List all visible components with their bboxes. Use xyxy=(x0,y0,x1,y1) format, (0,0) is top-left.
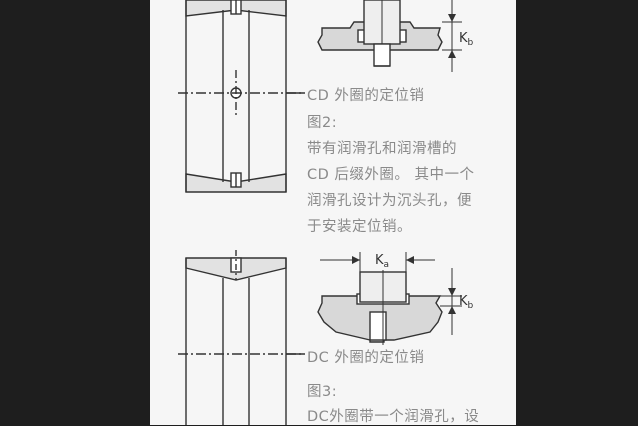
fig2-bearing-section xyxy=(178,0,305,193)
fig3-caption: DC 外圈的定位销 xyxy=(307,350,425,366)
fig2-kb-label: Kb xyxy=(459,31,474,48)
fig2-pin-detail xyxy=(317,0,462,72)
fig3-title: 图3: xyxy=(307,384,338,400)
fig3-pin-detail xyxy=(317,252,462,345)
fig2-desc-line: 润滑孔设计为沉头孔，便 xyxy=(307,193,472,209)
fig3-bearing-section xyxy=(178,250,305,425)
fig2-title: 图2: xyxy=(307,115,338,131)
fig2-desc-line: 于安装定位销。 xyxy=(307,219,412,235)
fig2-desc-line: 带有润滑孔和润滑槽的 xyxy=(307,141,457,157)
fig2-caption: CD 外圈的定位销 xyxy=(307,88,425,104)
fig3-ka-label: Ka xyxy=(375,253,389,270)
fig3-kb-label: Kb xyxy=(459,294,474,311)
fig3-desc-line: DC外圈带一个润滑孔，设 xyxy=(307,409,480,425)
document-page: Kb Ka Kb CD 外圈的定位销 图2: 带有润滑孔和润滑槽的 CD 后缀外… xyxy=(150,0,516,425)
technical-drawings: Kb Ka Kb xyxy=(178,0,474,425)
fig2-desc-line: CD 后缀外圈。 其中一个 xyxy=(307,167,475,183)
